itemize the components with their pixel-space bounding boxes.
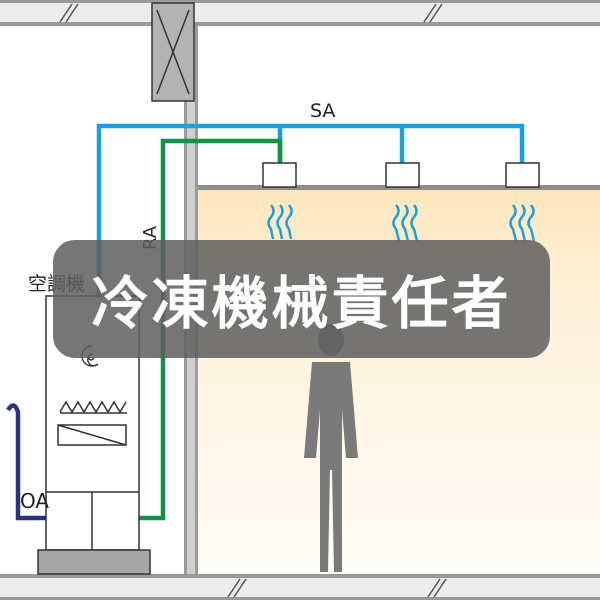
diffuser xyxy=(505,162,540,188)
ceiling-diffusers xyxy=(262,162,540,188)
title-banner: 冷凍機械責任者 xyxy=(53,240,550,358)
banner-title: 冷凍機械責任者 xyxy=(91,271,512,337)
heater-coil-icon xyxy=(59,400,127,414)
return-air-duct xyxy=(138,138,283,521)
outside-air-label: OA xyxy=(20,489,49,513)
floor-slab xyxy=(0,574,600,600)
ceiling-slab xyxy=(0,0,600,26)
damper-icon xyxy=(151,2,195,102)
airflow-icon xyxy=(267,204,536,242)
supply-air-label: SA xyxy=(310,100,335,122)
diffuser xyxy=(385,162,420,188)
filter-icon xyxy=(57,424,127,446)
diffuser xyxy=(262,162,297,188)
outside-air-duct xyxy=(6,403,46,521)
